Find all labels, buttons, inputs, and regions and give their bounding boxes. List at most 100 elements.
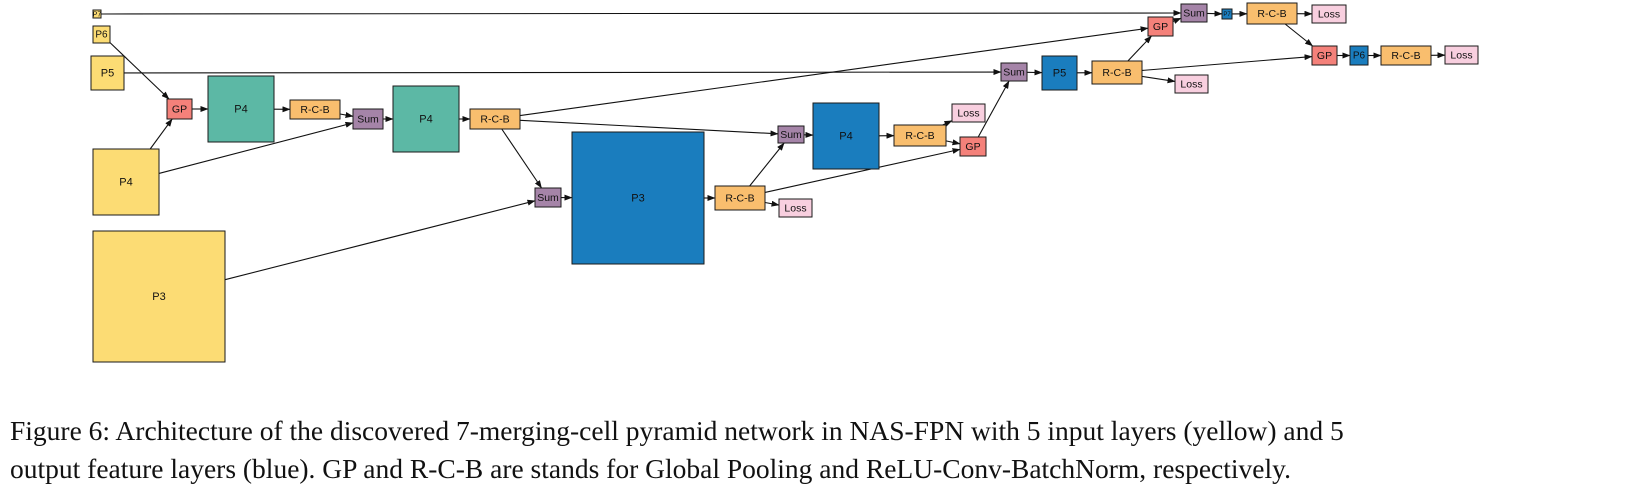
sum-node-5: Sum: [1180, 3, 1208, 23]
rcb-node-4: R-C-B: [893, 124, 947, 147]
loss-node-3-label: Loss: [1180, 78, 1202, 90]
edge-rcb1-to-sum1: [339, 112, 354, 118]
sum-node-5-box: [1180, 3, 1208, 23]
sum-node-1: Sum: [352, 108, 384, 130]
loss-node-4: Loss: [1311, 4, 1347, 24]
edge-in_p4-to-sum1: [158, 121, 354, 174]
input-p5-node-label: P5: [101, 67, 114, 79]
rcb-node-5: R-C-B: [1091, 60, 1143, 85]
gp-node-4: GP: [1311, 45, 1338, 66]
gp-node-3-box: [1147, 16, 1174, 37]
edge-rcb5-to-gp3: [1127, 35, 1152, 62]
loss-node-1-box: [778, 198, 813, 218]
output-p5-node-box: [1041, 55, 1078, 91]
edge-rcb4-to-gp2: [945, 139, 961, 146]
rcb-node-1-box: [289, 99, 341, 120]
gp-node-2: GP: [959, 136, 987, 157]
gp-node-2-label: GP: [965, 141, 980, 153]
loss-node-1: Loss: [778, 198, 813, 218]
intermediate-p4-node-1: P4: [207, 75, 275, 143]
edge-rcb2-to-gp3: [519, 26, 1149, 117]
rcb-node-7-box: [1380, 45, 1432, 66]
input-p4-node: P4: [92, 148, 160, 216]
output-p5-node: P5: [1041, 55, 1078, 91]
loss-node-2: Loss: [951, 103, 986, 123]
caption-line-2: output feature layers (blue). GP and R-C…: [10, 453, 1291, 484]
input-p7-node: P7: [92, 9, 102, 19]
sum-node-2-label: Sum: [537, 192, 559, 204]
loss-node-2-box: [951, 103, 986, 123]
edge-rcb2-to-sum2: [501, 128, 543, 189]
edge-in_p4-to-gp1: [149, 118, 173, 150]
rcb-node-7: R-C-B: [1380, 45, 1432, 66]
intermediate-p4-node-1-label: P4: [234, 103, 247, 115]
intermediate-p4-node-2-box: [392, 85, 460, 153]
loss-node-5-box: [1444, 45, 1479, 65]
rcb-node-3-box: [714, 185, 766, 211]
sum-node-1-box: [352, 108, 384, 130]
edge-rcb5-to-gp4: [1141, 54, 1313, 71]
edge-in_p5-to-sum4: [123, 69, 1002, 76]
edge-in_p6-to-gp1: [109, 42, 170, 100]
edge-rcb5-to-loss3: [1141, 75, 1176, 84]
input-p3-node: P3: [92, 230, 226, 363]
sum-node-3-label: Sum: [780, 129, 802, 141]
figure-caption: Figure 6: Architecture of the discovered…: [10, 412, 1630, 488]
rcb-node-6: R-C-B: [1246, 2, 1298, 25]
input-p6-node-box: [92, 25, 111, 44]
gp-node-1: GP: [166, 98, 193, 120]
input-p7-node-box: [92, 9, 102, 19]
rcb-node-3-label: R-C-B: [725, 192, 754, 204]
sum-node-3: Sum: [777, 125, 805, 144]
input-p6-node-label: P6: [95, 30, 108, 41]
input-p7-node-label: P7: [93, 11, 102, 18]
output-p4-node: P4: [812, 102, 880, 170]
rcb-node-2-label: R-C-B: [480, 113, 509, 125]
loss-node-5: Loss: [1444, 45, 1479, 65]
rcb-node-4-label: R-C-B: [905, 130, 934, 142]
loss-node-3-box: [1174, 74, 1209, 94]
rcb-node-2-box: [469, 108, 521, 130]
edge-rcb3-to-sum3: [749, 142, 785, 187]
edge-gp3-to-sum5: [1172, 17, 1182, 24]
input-p3-node-box: [92, 230, 226, 363]
sum-node-4: Sum: [1000, 62, 1028, 82]
rcb-node-5-box: [1091, 60, 1143, 85]
output-p3-node: P3: [571, 131, 705, 265]
output-p6-node-label: P6: [1353, 51, 1366, 62]
rcb-node-1-label: R-C-B: [300, 104, 329, 116]
rcb-node-6-box: [1246, 2, 1298, 25]
input-p3-node-label: P3: [152, 291, 165, 303]
input-p4-node-label: P4: [119, 176, 132, 188]
gp-node-2-box: [959, 136, 987, 157]
rcb-node-5-label: R-C-B: [1102, 67, 1131, 79]
gp-node-1-label: GP: [172, 103, 187, 115]
gp-node-4-label: GP: [1317, 50, 1332, 62]
edge-rcb4-to-loss2: [942, 120, 953, 127]
loss-node-1-label: Loss: [784, 202, 806, 214]
caption-line-1: Figure 6: Architecture of the discovered…: [10, 415, 1344, 446]
gp-node-1-box: [166, 98, 193, 120]
loss-node-4-label: Loss: [1318, 8, 1340, 20]
loss-node-3: Loss: [1174, 74, 1209, 94]
loss-node-4-box: [1311, 4, 1347, 24]
input-p5-node: P5: [90, 55, 125, 91]
edge-in_p7-to-sum5: [100, 10, 1182, 17]
rcb-node-4-box: [893, 124, 947, 147]
output-p3-node-label: P3: [631, 192, 644, 204]
gp-node-4-box: [1311, 45, 1338, 66]
edges-layer: [100, 10, 1446, 281]
edge-rcb3-to-gp2: [764, 148, 961, 194]
rcb-node-3: R-C-B: [714, 185, 766, 211]
gp-node-3-label: GP: [1153, 21, 1168, 33]
output-p7-node-label: P7: [1223, 12, 1231, 18]
gp-node-3: GP: [1147, 16, 1174, 37]
output-p4-node-label: P4: [839, 130, 852, 142]
rcb-node-1: R-C-B: [289, 99, 341, 120]
sum-node-1-label: Sum: [357, 113, 379, 125]
loss-node-5-label: Loss: [1450, 49, 1472, 61]
output-p3-node-box: [571, 131, 705, 265]
edge-in_p3-to-sum2: [224, 199, 536, 281]
loss-node-2-label: Loss: [957, 107, 979, 119]
